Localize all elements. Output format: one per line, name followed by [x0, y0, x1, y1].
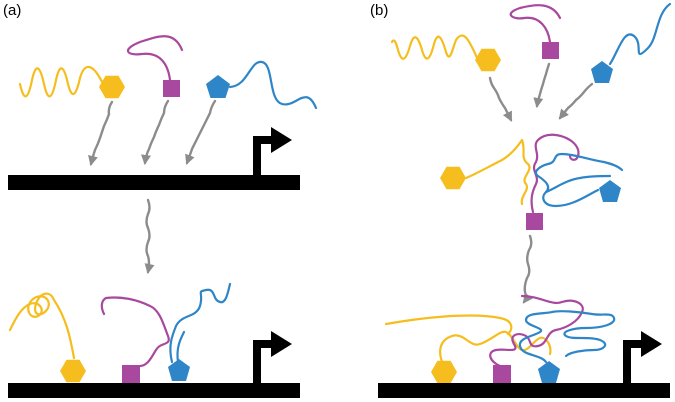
blue-pentagon-icon — [538, 361, 560, 383]
magenta-square-icon — [542, 42, 559, 59]
magenta-square-icon — [163, 80, 180, 97]
yellow-hexagon-icon — [99, 75, 125, 99]
assembly-arrow — [522, 234, 533, 304]
blue-pentagon-icon — [206, 75, 230, 98]
blue-pentagon-icon — [168, 359, 190, 381]
promoter-arrowhead-icon — [271, 127, 292, 153]
binding-arrow — [533, 62, 551, 108]
dna-strand — [8, 383, 300, 398]
magenta-tail — [509, 4, 562, 44]
yellow-hexagon-icon — [60, 359, 86, 383]
magenta-tail — [489, 294, 584, 368]
magenta-square-icon — [526, 213, 543, 230]
binding-arrow — [185, 99, 217, 165]
binding-arrow — [88, 100, 114, 166]
magenta-square-icon — [122, 365, 140, 383]
yellow-tail — [390, 34, 480, 62]
promoter-arrow-icon — [253, 136, 273, 176]
blue-tail — [176, 330, 186, 364]
binding-arrow — [558, 82, 594, 120]
dna-strand — [378, 383, 670, 398]
magenta-tail — [127, 35, 184, 82]
blue-tail — [608, 2, 672, 66]
panel-a-label: (a) — [3, 2, 21, 19]
blue-pentagon-icon — [599, 180, 621, 202]
yellow-tail — [18, 65, 106, 98]
blue-tail — [544, 174, 612, 194]
yellow-tail — [384, 314, 513, 336]
blue-tail — [169, 282, 232, 364]
panel-a — [8, 35, 318, 398]
panel-b — [378, 2, 672, 398]
yellow-hexagon-icon — [475, 48, 501, 72]
assembly-arrow — [144, 198, 155, 274]
blue-tail — [518, 310, 616, 364]
yellow-hexagon-icon — [431, 360, 457, 384]
dna-strand — [8, 175, 300, 190]
promoter-arrow-icon — [623, 340, 643, 384]
blue-tail — [228, 60, 318, 110]
promoter-arrow-icon — [253, 340, 273, 384]
promoter-arrowhead-icon — [641, 331, 662, 357]
blue-tail — [534, 152, 624, 208]
magenta-tail — [530, 133, 580, 214]
magenta-square-icon — [493, 365, 511, 383]
binding-arrow — [141, 99, 170, 166]
yellow-tail — [439, 330, 552, 364]
promoter-arrowhead-icon — [271, 331, 292, 357]
magenta-tail — [100, 296, 170, 368]
panel-b-label: (b) — [370, 2, 388, 19]
binding-arrow — [488, 76, 513, 122]
yellow-tail — [8, 292, 76, 360]
blue-pentagon-icon — [591, 61, 613, 83]
yellow-tail — [464, 138, 531, 206]
yellow-hexagon-icon — [440, 166, 466, 190]
